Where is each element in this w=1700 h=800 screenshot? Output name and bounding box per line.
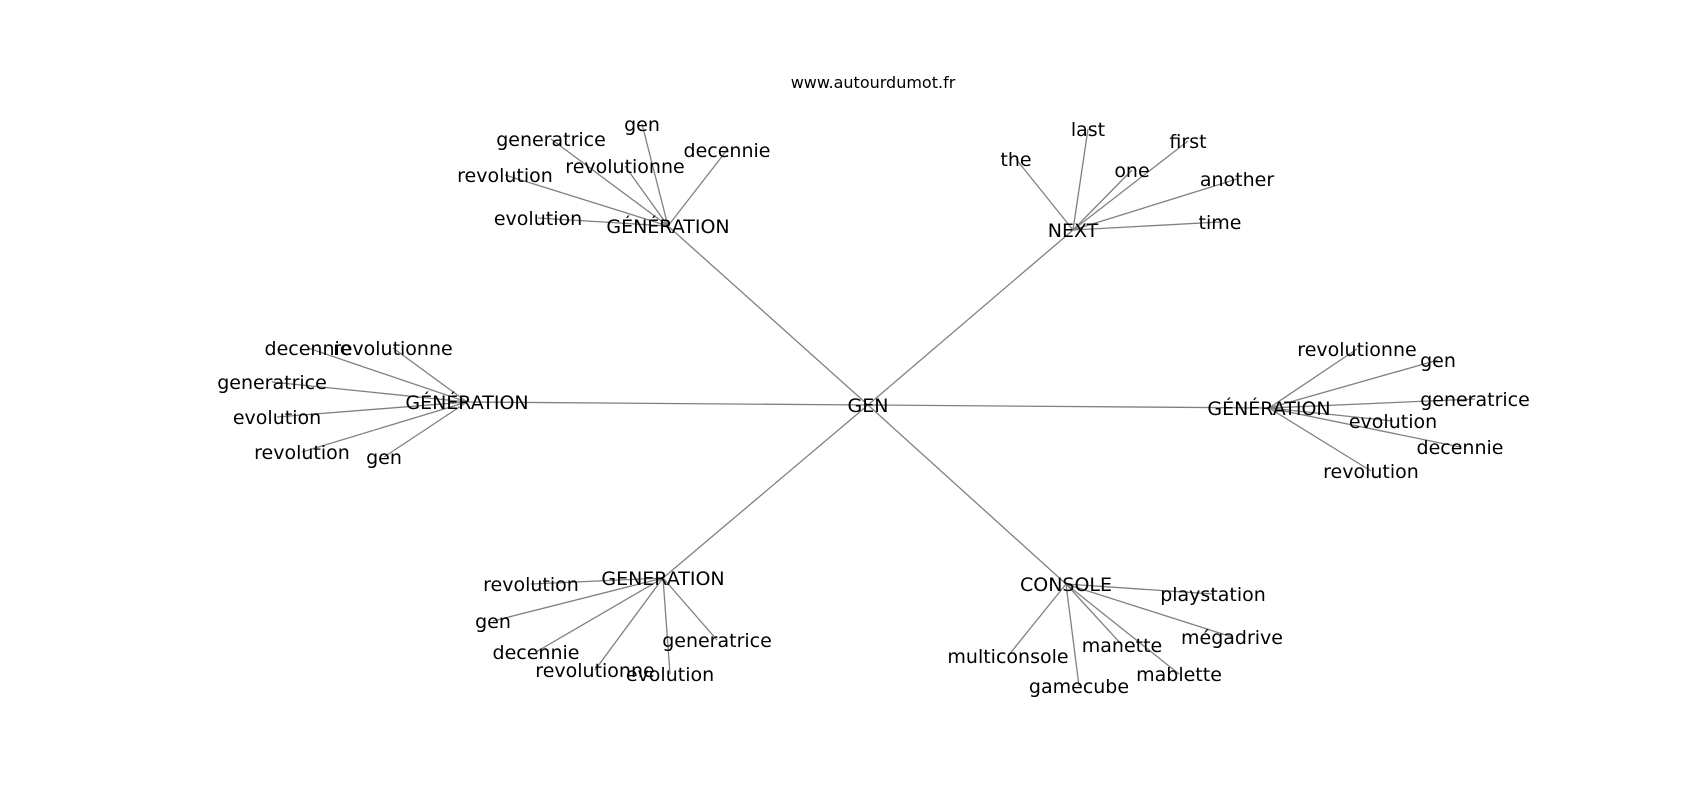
word-node: one — [1114, 160, 1149, 182]
edge-hub-to-word — [537, 217, 669, 227]
edge-center-to-hub — [662, 404, 869, 579]
edges-layer — [271, 123, 1476, 687]
hub-node: GÉNÉRATION — [1207, 397, 1330, 420]
hub-node: GENERATION — [601, 568, 724, 590]
edge-hub-to-word — [1268, 407, 1372, 472]
edge-hub-to-word — [1268, 348, 1358, 409]
edge-hub-to-word — [504, 174, 669, 227]
edge-hub-to-word — [1268, 359, 1439, 409]
edge-hub-to-word — [662, 577, 671, 675]
edge-hub-to-word — [1072, 128, 1089, 231]
hub-node: NEXT — [1048, 220, 1099, 242]
word-node: revolution — [483, 574, 579, 596]
word-node: revolutionne — [333, 338, 452, 360]
word-node: another — [1200, 169, 1274, 191]
edge-hub-to-word — [301, 401, 468, 453]
word-node: decennie — [493, 642, 580, 664]
word-node: evolution — [1349, 411, 1437, 433]
edge-hub-to-word — [667, 149, 728, 227]
word-node: gen — [475, 611, 511, 633]
word-node: last — [1071, 119, 1105, 141]
edge-hub-to-word — [1065, 583, 1180, 675]
edge-hub-to-word — [535, 577, 664, 653]
edge-hub-to-word — [276, 401, 468, 418]
edge-hub-to-word — [383, 401, 468, 458]
edge-hub-to-word — [1065, 583, 1123, 646]
word-node: mablette — [1136, 664, 1222, 686]
edge-hub-to-word — [1268, 398, 1476, 409]
word-node: evolution — [233, 407, 321, 429]
word-node: evolution — [494, 208, 582, 230]
center-node: GEN — [848, 395, 889, 417]
word-node: manette — [1082, 635, 1162, 657]
word-node: the — [1000, 149, 1031, 171]
hub-node: GÉNÉRATION — [405, 391, 528, 414]
edge-hub-to-word — [1072, 178, 1238, 231]
edge-hub-to-word — [624, 165, 669, 227]
word-node: revolutionne — [1297, 339, 1416, 361]
site-credit: www.autourdumot.fr — [791, 73, 956, 92]
word-node: evolution — [626, 664, 714, 686]
hub-node: CONSOLE — [1020, 574, 1112, 596]
word-node: gamecube — [1029, 676, 1129, 698]
word-node: decennie — [684, 140, 771, 162]
edge-center-to-hub — [667, 225, 869, 406]
word-node: revolutionne — [535, 660, 654, 682]
edge-hub-to-word — [641, 123, 669, 227]
word-node: decennie — [1417, 437, 1504, 459]
edge-hub-to-word — [1072, 140, 1189, 231]
word-node: first — [1169, 131, 1206, 153]
edge-hub-to-word — [1072, 169, 1133, 231]
edge-hub-to-word — [662, 577, 718, 641]
edge-hub-to-word — [594, 577, 664, 671]
word-node: mégadrive — [1181, 627, 1283, 649]
edge-hub-to-word — [492, 577, 664, 622]
word-node: multiconsole — [947, 646, 1068, 668]
edge-hub-to-word — [1268, 407, 1461, 448]
word-node: gen — [366, 447, 402, 469]
word-node: generatrice — [1420, 389, 1530, 411]
edge-hub-to-word — [1015, 158, 1074, 231]
word-node: gen — [624, 114, 660, 136]
edge-hub-to-word — [1007, 583, 1067, 657]
edge-center-to-hub — [466, 401, 869, 406]
word-node: generatrice — [217, 372, 327, 394]
edge-hub-to-word — [1268, 407, 1394, 422]
word-node: gen — [1420, 350, 1456, 372]
word-node: time — [1199, 212, 1242, 234]
word-node: revolution — [254, 442, 350, 464]
edge-hub-to-word — [1065, 583, 1080, 687]
edge-hub-to-word — [530, 577, 664, 585]
word-node: revolutionne — [565, 156, 684, 178]
word-node: revolution — [1323, 461, 1419, 483]
word-node: generatrice — [496, 129, 606, 151]
word-node: revolution — [457, 165, 553, 187]
word-node: decennie — [265, 338, 352, 360]
edge-center-to-hub — [867, 404, 1270, 409]
labels-layer: www.autourdumot.fr GEN GÉNÉRATION evolutio… — [217, 73, 1530, 698]
edge-hub-to-word — [1065, 583, 1214, 595]
edge-hub-to-word — [392, 347, 468, 403]
edge-hub-to-word — [1065, 583, 1233, 638]
word-node: playstation — [1160, 584, 1266, 606]
edge-hub-to-word — [271, 381, 468, 403]
edge-hub-to-word — [1072, 221, 1221, 231]
edge-center-to-hub — [867, 404, 1067, 585]
word-node: generatrice — [662, 630, 772, 652]
edge-center-to-hub — [867, 229, 1074, 406]
edge-hub-to-word — [307, 347, 468, 403]
edge-hub-to-word — [550, 138, 669, 227]
hub-node: GÉNÉRATION — [606, 215, 729, 238]
